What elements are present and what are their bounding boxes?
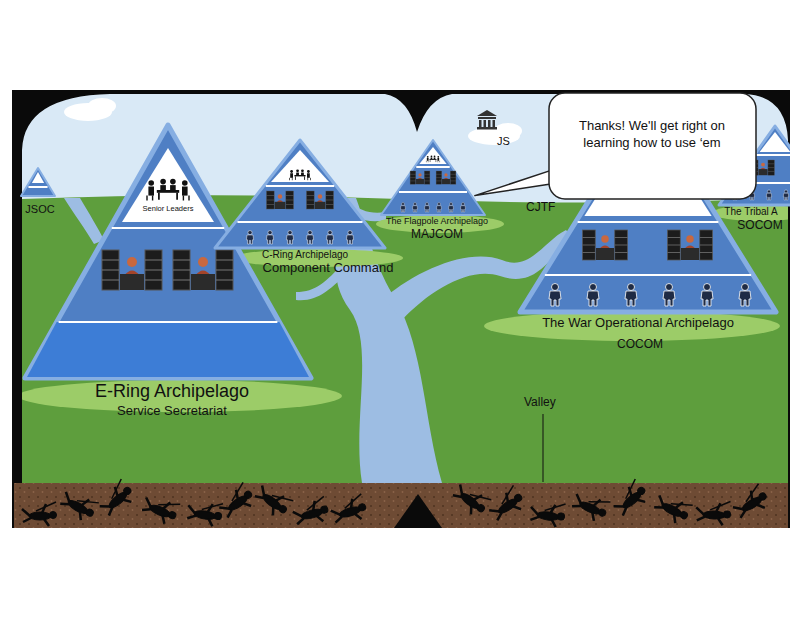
senior-leaders-peak: Senior Leaders [118,142,218,226]
map-label: CJTF [526,201,555,215]
frame-notch [394,494,442,528]
speech-tail [475,169,554,195]
node-subtitle: MAJCOM [411,228,463,242]
senior-leaders-peak-shape [118,142,218,226]
node-subtitle: Service Secretariat [117,404,227,419]
jsoc-mountain-shape [18,163,66,225]
node-title: The War Operational Archipelago [542,316,734,331]
soil-band [14,483,788,528]
node-title: JSOC [25,203,54,216]
node-title: Thanks! We'll get right on learning how … [564,118,740,152]
building-icon [477,110,497,130]
speech-bubble: Thanks! We'll get right on learning how … [548,92,757,200]
node-title: C-Ring Archipelago [262,249,348,261]
map-label: JS [497,135,510,148]
node-subtitle: Component Command [263,261,394,276]
fallen-silhouettes [22,479,771,529]
flagpole-mountain: The Flagpole ArchipelagoMAJCOM [375,134,503,246]
node-title: Senior Leaders [143,205,194,214]
leader-line [543,414,544,482]
node-title: E-Ring Archipelago [95,381,249,402]
map-label: Valley [524,396,556,410]
landscape [0,90,800,483]
node-title: The Tribal A [724,206,777,218]
node-title: The Flagpole Archipelago [386,216,488,226]
node-subtitle: SOCOM [737,219,782,233]
jsoc-mountain: JSOC [18,163,66,225]
node-subtitle: COCOM [617,338,663,352]
